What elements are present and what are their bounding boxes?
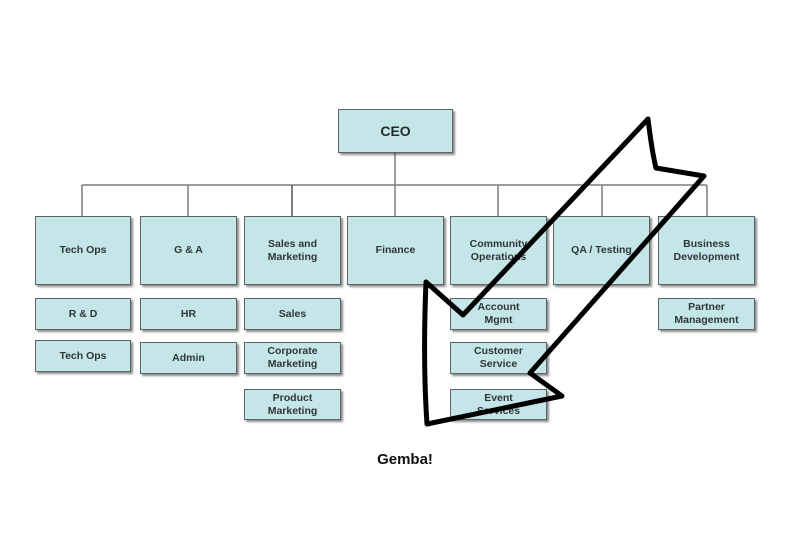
node-label: Tech Ops xyxy=(59,349,107,362)
node-label: Product Marketing xyxy=(267,391,318,417)
node-label: CEO xyxy=(380,122,411,139)
node-business-development: Business Development xyxy=(658,216,755,285)
node-label: Finance xyxy=(375,244,416,256)
node-r-and-d: R & D xyxy=(35,298,131,330)
node-label: Sales and Marketing xyxy=(267,237,318,263)
node-qa-testing: QA / Testing xyxy=(553,216,650,285)
node-corporate-marketing: Corporate Marketing xyxy=(244,342,341,374)
node-label: Sales xyxy=(278,307,307,320)
node-tech-ops-sub: Tech Ops xyxy=(35,340,131,372)
node-admin: Admin xyxy=(140,342,237,374)
node-label: Admin xyxy=(172,351,205,364)
arrow-outline xyxy=(422,116,707,427)
node-finance: Finance xyxy=(347,216,444,285)
node-label: Tech Ops xyxy=(59,244,107,256)
node-hr: HR xyxy=(140,298,237,330)
node-sales-and-marketing: Sales and Marketing xyxy=(244,216,341,285)
node-sales: Sales xyxy=(244,298,341,330)
node-label: Customer Service xyxy=(473,345,523,370)
node-label: QA / Testing xyxy=(571,244,632,256)
node-label: Corporate Marketing xyxy=(267,345,318,370)
node-label: Account Mgmt xyxy=(477,301,520,326)
node-ceo: CEO xyxy=(338,109,453,153)
node-product-marketing: Product Marketing xyxy=(244,389,341,420)
node-label: G & A xyxy=(174,244,203,256)
node-tech-ops: Tech Ops xyxy=(35,216,131,285)
node-label: HR xyxy=(180,307,197,320)
node-label: R & D xyxy=(68,307,98,320)
caption-gemba: Gemba! xyxy=(377,451,433,468)
node-g-and-a: G & A xyxy=(140,216,237,285)
node-label: Partner Management xyxy=(674,301,739,326)
node-community-operations: Community Operations xyxy=(450,216,547,285)
node-partner-management: Partner Management xyxy=(658,298,755,330)
node-label: Business Development xyxy=(673,237,740,263)
